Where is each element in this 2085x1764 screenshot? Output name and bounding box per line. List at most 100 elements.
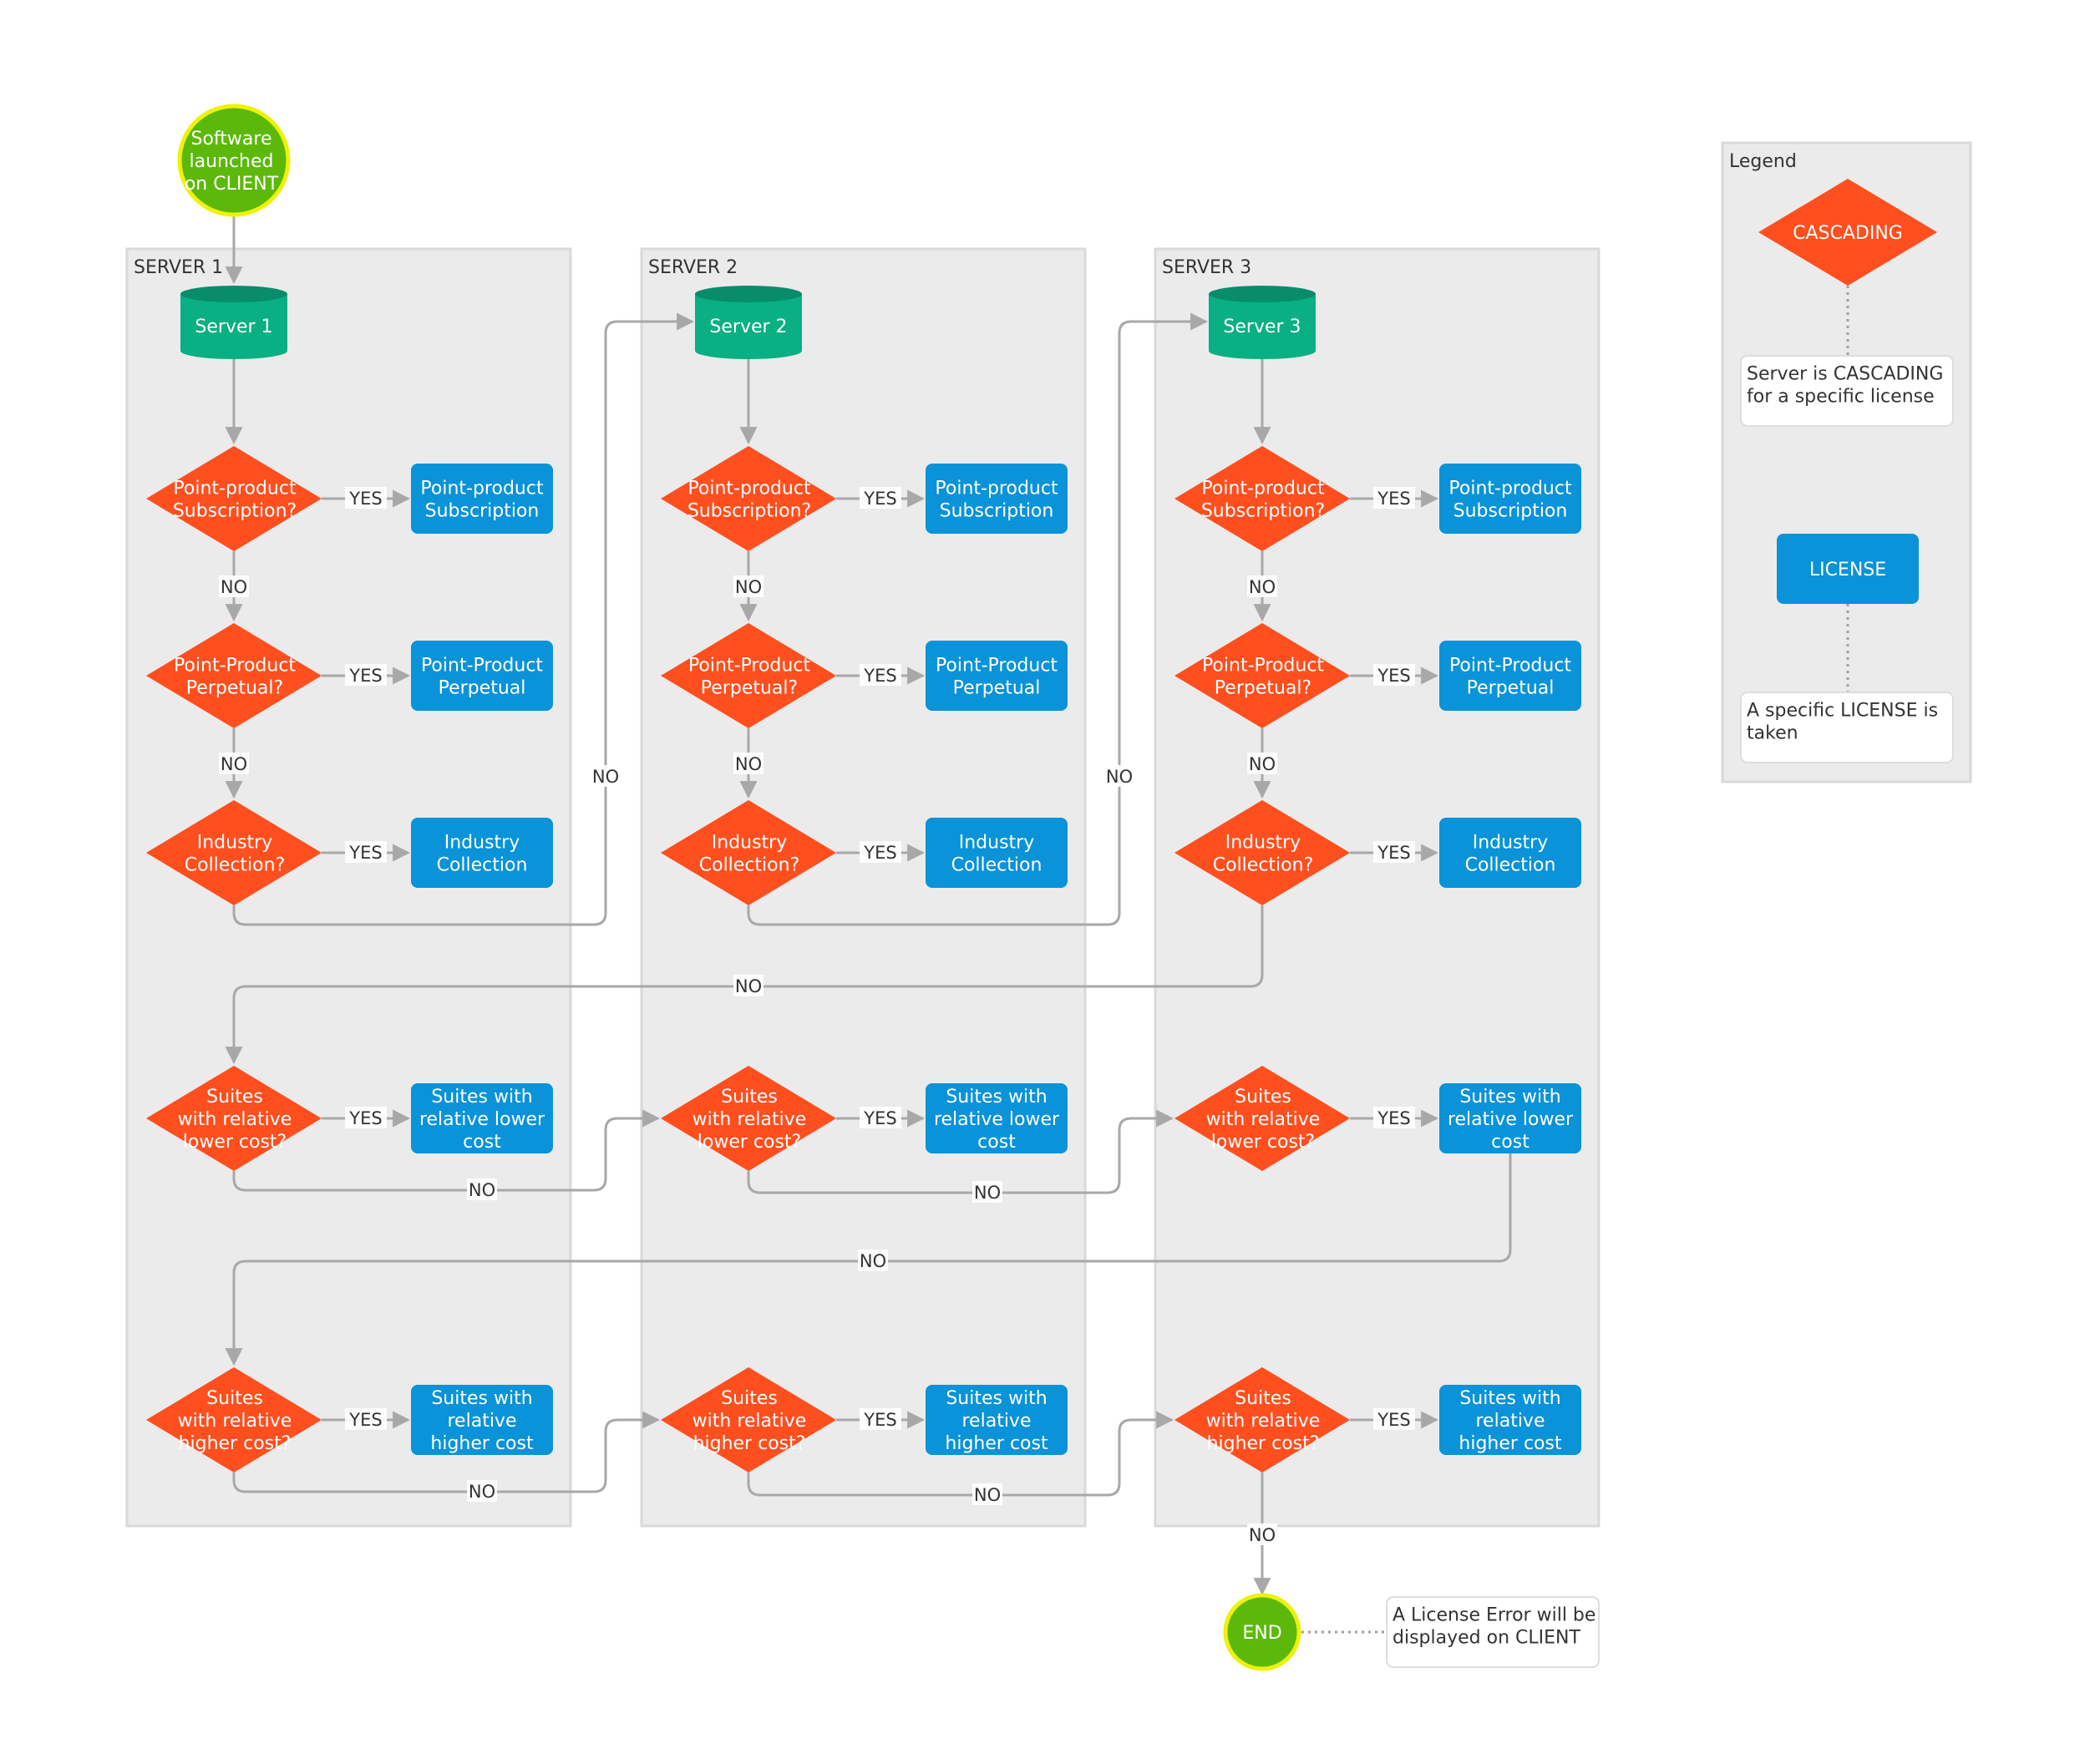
edge-label-no: NO — [1247, 575, 1277, 597]
svg-text:NO: NO — [592, 767, 619, 787]
edge-label-no: NO — [219, 575, 249, 597]
edge-label-no: NO — [467, 1480, 497, 1502]
edge-label-yes: YES — [345, 1408, 387, 1430]
edge-cascade-suites-lower — [232, 1109, 661, 1192]
svg-text:YES: YES — [1377, 489, 1410, 509]
svg-text:YES: YES — [1377, 1410, 1410, 1430]
svg-text:NO: NO — [1249, 754, 1276, 774]
svg-text:NO: NO — [1106, 767, 1133, 787]
edge-label-no: NO — [467, 1179, 497, 1200]
edge-cascade-suites-lower — [747, 1109, 1174, 1194]
database-label: Server 2 — [709, 317, 787, 337]
legend-cascading-label: CASCADING — [1793, 223, 1903, 244]
edge-label-yes: YES — [345, 1107, 387, 1128]
end-node: END — [1223, 1593, 1301, 1671]
legend-title: Legend — [1729, 151, 1797, 172]
edge-label-yes: YES — [860, 487, 901, 509]
edge-label-no: NO — [972, 1483, 1002, 1505]
svg-text:YES: YES — [1377, 843, 1410, 863]
edge-label-no: NO — [733, 575, 763, 597]
edge-label-yes: YES — [1373, 664, 1415, 686]
svg-text:YES: YES — [863, 489, 896, 509]
edge-label-no: NO — [1247, 1523, 1277, 1545]
edge-label-yes: YES — [345, 664, 387, 686]
svg-text:YES: YES — [863, 1108, 896, 1128]
svg-text:NO: NO — [735, 754, 762, 774]
edge-cascade-suites-higher — [747, 1411, 1174, 1497]
server-lane-title: SERVER 2 — [648, 257, 738, 278]
svg-text:YES: YES — [348, 666, 382, 686]
edge-label-yes: YES — [1373, 841, 1415, 863]
svg-text:NO: NO — [735, 976, 762, 996]
database-server-1: Server 1 — [180, 286, 287, 359]
edge-cascade-industry — [232, 312, 695, 926]
edge-label-no: NO — [733, 753, 763, 774]
edge-label-no: NO — [733, 975, 763, 996]
server-lane-title: SERVER 3 — [1162, 257, 1251, 278]
svg-text:YES: YES — [348, 489, 382, 509]
edge-label-yes: YES — [345, 841, 387, 863]
svg-text:NO: NO — [469, 1180, 495, 1200]
svg-text:NO: NO — [974, 1485, 1001, 1505]
edge-label-no: NO — [219, 753, 249, 774]
edge-label-yes: YES — [860, 1107, 901, 1128]
svg-text:NO: NO — [221, 577, 247, 597]
svg-text:NO: NO — [1249, 577, 1276, 597]
legend-license-label: LICENSE — [1809, 560, 1886, 580]
edge-label-no: NO — [1104, 765, 1134, 787]
svg-text:NO: NO — [735, 577, 762, 597]
edge-label-no: NO — [591, 765, 621, 787]
database-server-3: Server 3 — [1209, 286, 1316, 359]
svg-text:YES: YES — [863, 666, 896, 686]
svg-text:YES: YES — [348, 843, 382, 863]
svg-text:NO: NO — [1249, 1525, 1276, 1545]
edge-label-no: NO — [858, 1250, 888, 1271]
server-lane-title: SERVER 1 — [134, 257, 223, 278]
edge-label-yes: YES — [1373, 1408, 1415, 1430]
legend-license-box: LICENSE — [1777, 534, 1919, 604]
svg-text:YES: YES — [863, 1410, 896, 1430]
